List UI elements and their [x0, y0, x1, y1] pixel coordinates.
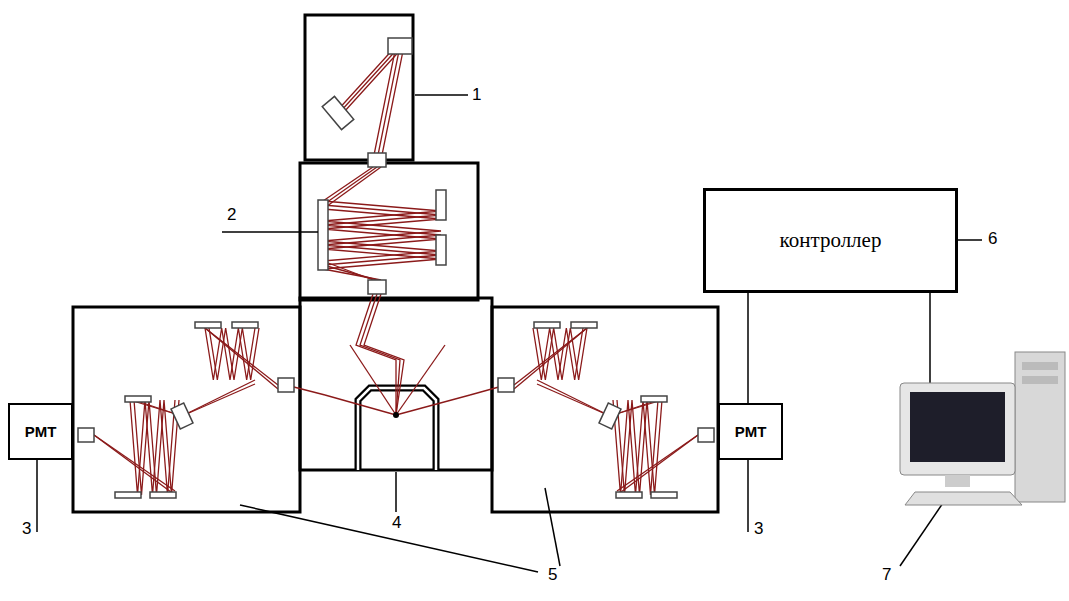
callout-number: 7 [880, 566, 893, 585]
detector-box: PMT [8, 403, 73, 460]
computer-icon [900, 352, 1065, 505]
callout-number: 3 [752, 520, 765, 539]
analyzer-housing [73, 307, 300, 512]
analyzer-housing [492, 307, 718, 512]
box-text: PMT [25, 423, 57, 440]
light-beams [94, 46, 698, 495]
sample-point [393, 412, 399, 418]
box-text: контроллер [780, 228, 882, 253]
callout-number: 1 [470, 86, 483, 105]
callout-number: 3 [20, 520, 33, 539]
callout-number: 5 [546, 566, 559, 585]
source-housing [305, 15, 413, 160]
controller-box: контроллер [703, 188, 958, 293]
callout-number: 6 [986, 230, 999, 249]
detector-box: PMT [718, 403, 783, 460]
box-text: PMT [735, 423, 767, 440]
callout-number: 4 [390, 514, 403, 533]
signal-wire [748, 293, 749, 403]
leader-lines [37, 95, 982, 572]
optics [78, 38, 714, 498]
callout-number: 2 [225, 206, 238, 225]
premonochromator-housing [300, 163, 478, 300]
